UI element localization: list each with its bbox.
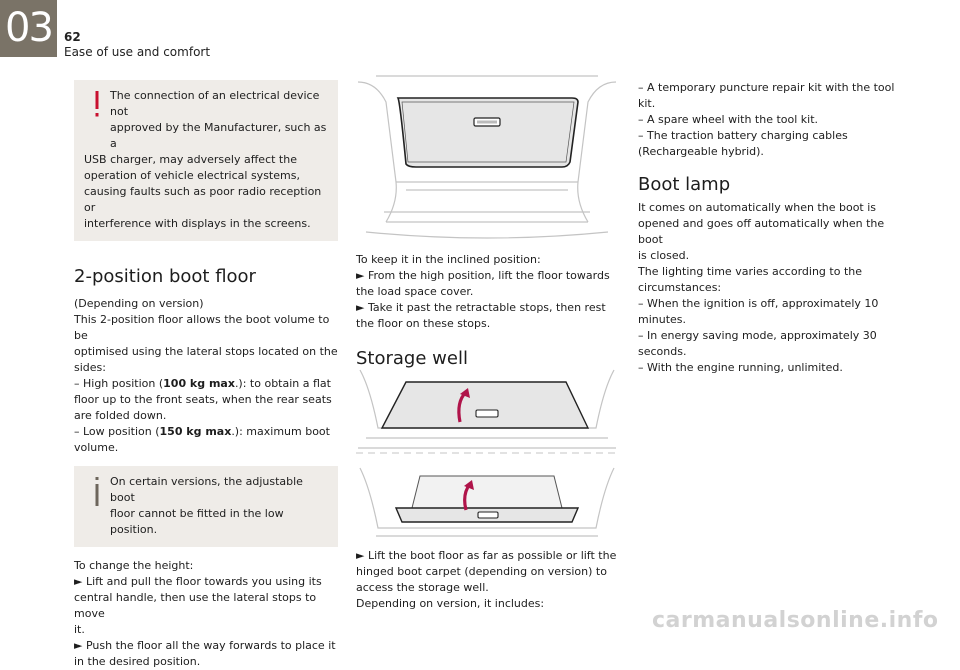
info-text: floor cannot be fitted in the low positi… xyxy=(110,507,284,536)
body-text: is closed. xyxy=(638,249,690,262)
body-text: sides: xyxy=(74,361,106,374)
heading-storage-well: Storage well xyxy=(356,348,468,369)
body-text: optimised using the lateral stops locate… xyxy=(74,345,338,358)
body-text: are folded down. xyxy=(74,409,167,422)
body-text: To keep it in the inclined position: xyxy=(356,253,541,266)
column-1: The connection of an electrical device n… xyxy=(74,80,338,670)
body-text: floor up to the front seats, when the re… xyxy=(74,393,332,406)
watermark: carmanualsonline.info xyxy=(652,608,939,633)
chapter-number: 03 xyxy=(5,5,54,51)
list-item: – In energy saving mode, approximately 3… xyxy=(638,329,877,342)
warning-text: causing faults such as poor radio recept… xyxy=(84,185,322,214)
warning-text: operation of vehicle electrical systems, xyxy=(84,169,300,182)
body-text: central handle, then use the lateral sto… xyxy=(74,591,317,620)
warning-notice: The connection of an electrical device n… xyxy=(74,80,338,241)
list-item: – When the ignition is off, approximatel… xyxy=(638,297,879,310)
info-icon xyxy=(95,477,99,506)
body-text: opened and goes off automatically when t… xyxy=(638,217,885,246)
warning-text: interference with displays in the screen… xyxy=(84,217,311,230)
info-text: On certain versions, the adjustable boot xyxy=(110,475,303,504)
body-text: the load space cover. xyxy=(356,285,474,298)
body-text: the floor on these stops. xyxy=(356,317,491,330)
body-text: volume. xyxy=(74,441,119,454)
body-text: hinged boot carpet (depending on version… xyxy=(356,565,607,578)
warning-icon xyxy=(95,91,99,117)
column-2-bottom: ► Lift the boot floor as far as possible… xyxy=(356,548,618,612)
instruction-step: ► Lift and pull the floor towards you us… xyxy=(74,575,322,588)
body-text: The lighting time varies according to th… xyxy=(638,265,862,278)
heading-boot-floor: 2-position boot floor xyxy=(74,266,256,287)
list-item: – A temporary puncture repair kit with t… xyxy=(638,81,895,94)
list-item: – The traction battery charging cables xyxy=(638,129,848,142)
body-text: seconds. xyxy=(638,345,687,358)
body-text: circumstances: xyxy=(638,281,722,294)
instruction-step: ► Push the floor all the way forwards to… xyxy=(74,639,336,652)
body-text: access the storage well. xyxy=(356,581,489,594)
warning-text: USB charger, may adversely affect the xyxy=(84,153,297,166)
body-text: – High position (100 kg max.): to obtain… xyxy=(74,377,331,390)
column-2: To keep it in the inclined position: ► F… xyxy=(356,252,618,370)
warning-text: The connection of an electrical device n… xyxy=(110,89,320,118)
body-text: To change the height: xyxy=(74,559,194,572)
chapter-tab: 03 xyxy=(0,0,57,57)
list-item: – A spare wheel with the tool kit. xyxy=(638,113,819,126)
column-3: – A temporary puncture repair kit with t… xyxy=(638,80,904,376)
storage-well-illustration xyxy=(356,368,618,540)
info-notice: On certain versions, the adjustable boot… xyxy=(74,466,338,547)
body-text: Depending on version, it includes: xyxy=(356,597,545,610)
body-text: (Rechargeable hybrid). xyxy=(638,145,764,158)
body-text: minutes. xyxy=(638,313,687,326)
list-item: – With the engine running, unlimited. xyxy=(638,361,843,374)
body-text: It comes on automatically when the boot … xyxy=(638,201,877,214)
body-text: (Depending on version) xyxy=(74,297,204,310)
body-text: in the desired position. xyxy=(74,655,201,668)
page-number: 62 xyxy=(64,30,81,44)
body-text: kit. xyxy=(638,97,656,110)
section-title: Ease of use and comfort xyxy=(64,45,211,59)
body-text: This 2-position floor allows the boot vo… xyxy=(74,313,330,342)
boot-floor-illustration xyxy=(356,72,618,240)
warning-text: approved by the Manufacturer, such as a xyxy=(110,121,327,150)
heading-boot-lamp: Boot lamp xyxy=(638,174,731,195)
body-text: it. xyxy=(74,623,85,636)
body-text: – Low position (150 kg max.): maximum bo… xyxy=(74,425,330,438)
instruction-step: ► Take it past the retractable stops, th… xyxy=(356,301,606,314)
instruction-step: ► From the high position, lift the floor… xyxy=(356,269,610,282)
instruction-step: ► Lift the boot floor as far as possible… xyxy=(356,549,617,562)
